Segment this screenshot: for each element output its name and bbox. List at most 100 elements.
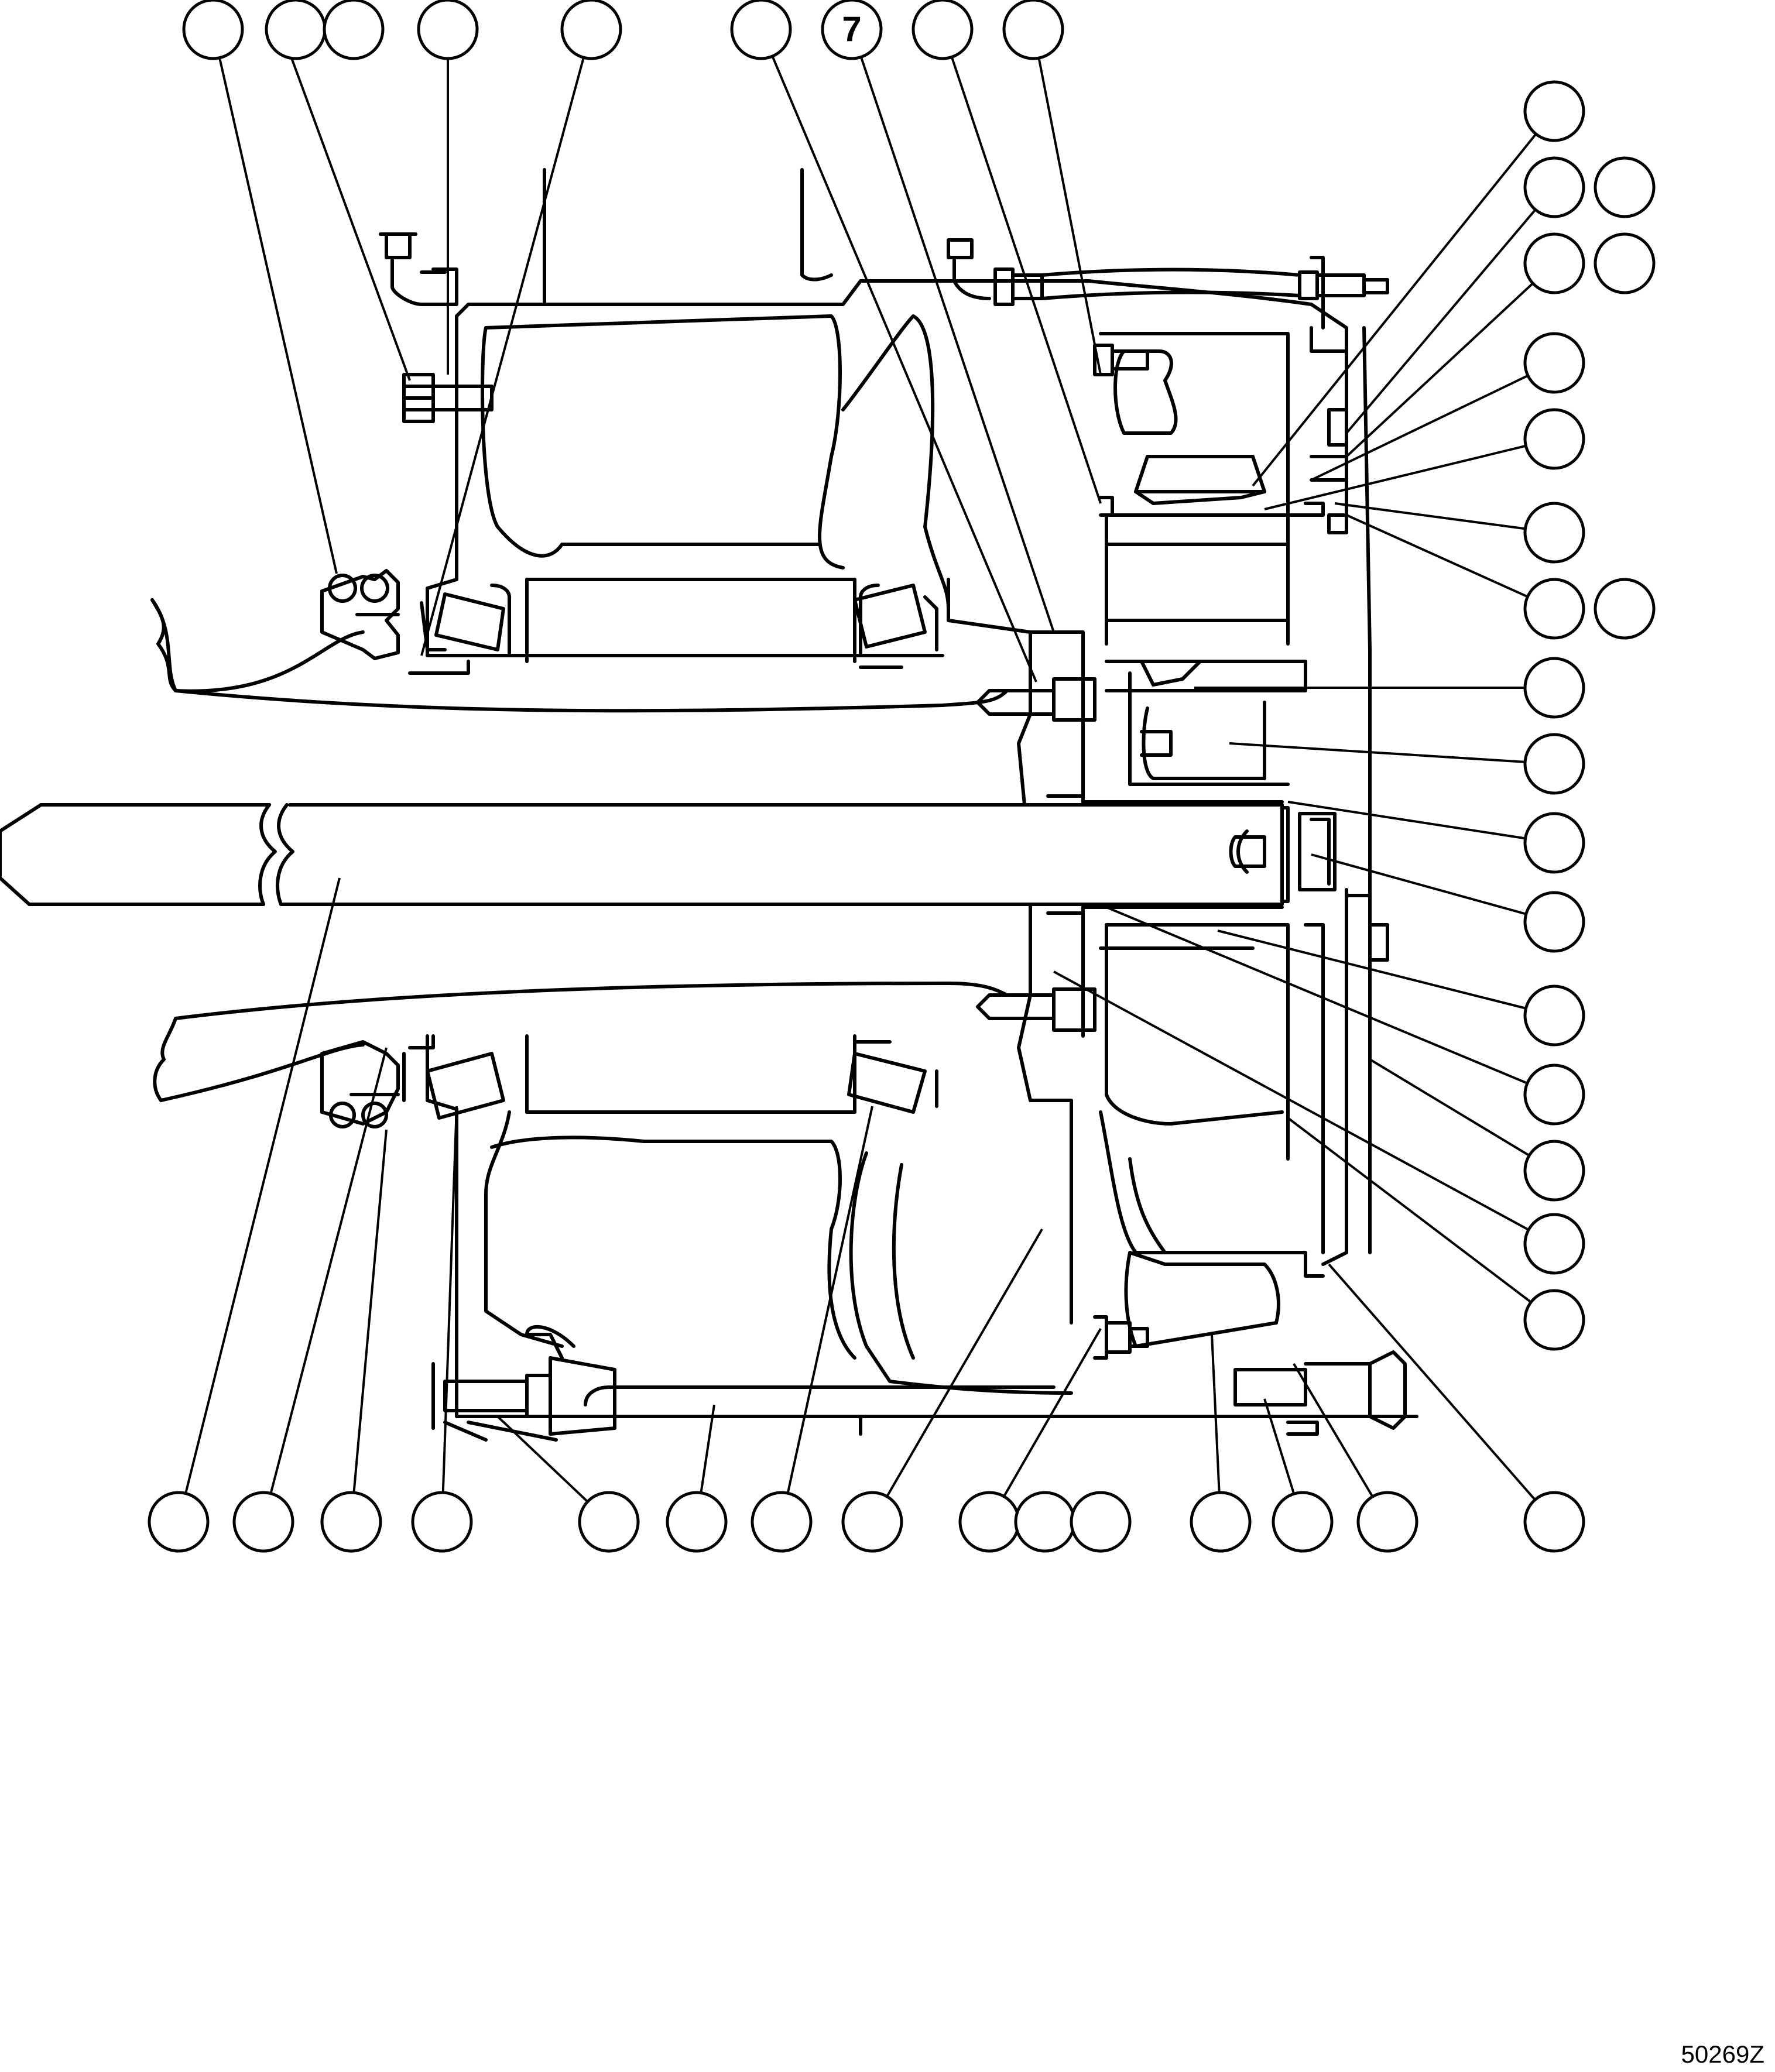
callout-c2 [265, 0, 327, 60]
planet-carrier [1105, 660, 1307, 786]
upper-outer-bearing [853, 584, 938, 669]
callout-r5 [1523, 408, 1585, 470]
callout-circle [1002, 0, 1064, 60]
callout-circle [1523, 232, 1585, 294]
callout-r7b [1594, 578, 1656, 640]
callout-r4 [1523, 332, 1585, 394]
spindle-flange [976, 630, 1284, 1325]
callout-circle [821, 0, 883, 60]
callout-circle [148, 1491, 210, 1553]
upper-oil-seal [320, 569, 400, 660]
lower-oil-seal [320, 1040, 400, 1128]
brake-housing-bolt [1093, 344, 1149, 517]
callout-b6 [666, 1491, 728, 1553]
callout-circle [1523, 1064, 1585, 1126]
callout-circle [1523, 1289, 1585, 1351]
callout-r3a [1523, 232, 1585, 294]
callout-c6 [730, 0, 792, 60]
drive-shaft [0, 803, 1290, 906]
callout-b9c [1070, 1491, 1132, 1553]
callout-r10 [1523, 812, 1585, 874]
callout-circle [265, 0, 327, 60]
callout-label: 7 [842, 9, 861, 49]
callout-circle [730, 0, 792, 60]
callout-b9b [1014, 1491, 1076, 1553]
brake-fitting [1304, 408, 1348, 534]
callout-r2b [1594, 156, 1656, 218]
callout-circle [1523, 332, 1585, 394]
callout-b1 [148, 1491, 210, 1553]
callout-b5 [578, 1491, 640, 1553]
callout-circle [1356, 1491, 1418, 1553]
upper-right-breather [947, 238, 1044, 306]
callout-b13 [1523, 1491, 1585, 1553]
ring-gear-lower [1099, 923, 1325, 1348]
callout-b7 [751, 1491, 813, 1553]
callout-r6 [1523, 502, 1585, 564]
callout-circle [1523, 733, 1585, 795]
callout-circle [1523, 1491, 1585, 1553]
callout-circle [182, 0, 244, 60]
callout-c5 [560, 0, 622, 60]
callout-circle [320, 1491, 382, 1553]
callout-circle [1523, 80, 1585, 142]
upper-left-breather [379, 232, 458, 306]
lower-brake-bolt [1093, 1315, 1407, 1436]
callout-circle [232, 1491, 294, 1553]
callout-b4 [411, 1491, 473, 1553]
callout-b2 [232, 1491, 294, 1553]
callout-circle [1523, 891, 1585, 953]
callout-b9a [958, 1491, 1020, 1553]
callout-circle [1594, 578, 1656, 640]
callout-b8 [841, 1491, 903, 1553]
callout-circle [323, 0, 385, 60]
callout-circle [1523, 657, 1585, 719]
callout-circle [666, 1491, 728, 1553]
lower-wheel-bolt [431, 1325, 616, 1442]
callout-circle [751, 1491, 813, 1553]
callout-circle [1190, 1491, 1252, 1553]
callout-circle [841, 1491, 903, 1553]
wheel-hub-upper-casting [426, 168, 1091, 663]
callout-r2a [1523, 156, 1585, 218]
callout-c1 [182, 0, 244, 60]
callout-circle [1594, 232, 1656, 294]
callout-circle [1523, 1140, 1585, 1202]
callout-r12 [1523, 984, 1585, 1047]
axle-housing [150, 598, 1009, 1102]
leader-lines [177, 29, 1555, 1523]
lower-inner-bearing [402, 1034, 505, 1120]
callout-c4 [417, 0, 479, 60]
callout-b11 [1272, 1491, 1334, 1553]
callout-circle [1523, 984, 1585, 1047]
callout-c7: 7 [821, 0, 883, 60]
lower-outer-bearing [847, 1040, 938, 1114]
callout-circle [1523, 812, 1585, 874]
callout-r15 [1523, 1213, 1585, 1275]
callout-r13 [1523, 1064, 1585, 1126]
upper-wheel-bolt [402, 373, 494, 423]
callout-circle [1272, 1491, 1334, 1553]
callout-circles: 7 [148, 0, 1656, 1553]
callout-circle [912, 0, 974, 60]
callout-circle [578, 1491, 640, 1553]
callout-circle [958, 1491, 1020, 1553]
callout-r1 [1523, 80, 1585, 142]
callout-r16 [1523, 1289, 1585, 1351]
callout-circle [411, 1491, 473, 1553]
drawing-reference-code: 50269Z [1681, 2040, 1764, 2068]
callout-circle [1523, 1213, 1585, 1275]
callout-b12 [1356, 1491, 1418, 1553]
callout-r8 [1523, 657, 1585, 719]
wheel-hub-lower-casting [426, 1034, 1418, 1436]
callout-r11 [1523, 891, 1585, 953]
callout-b10 [1190, 1491, 1252, 1553]
callout-r14 [1523, 1140, 1585, 1202]
callout-circle [1523, 502, 1585, 564]
callout-circle [417, 0, 479, 60]
callout-c3 [323, 0, 385, 60]
callout-r7a [1523, 578, 1585, 640]
callout-circle [1523, 408, 1585, 470]
callout-circle [560, 0, 622, 60]
